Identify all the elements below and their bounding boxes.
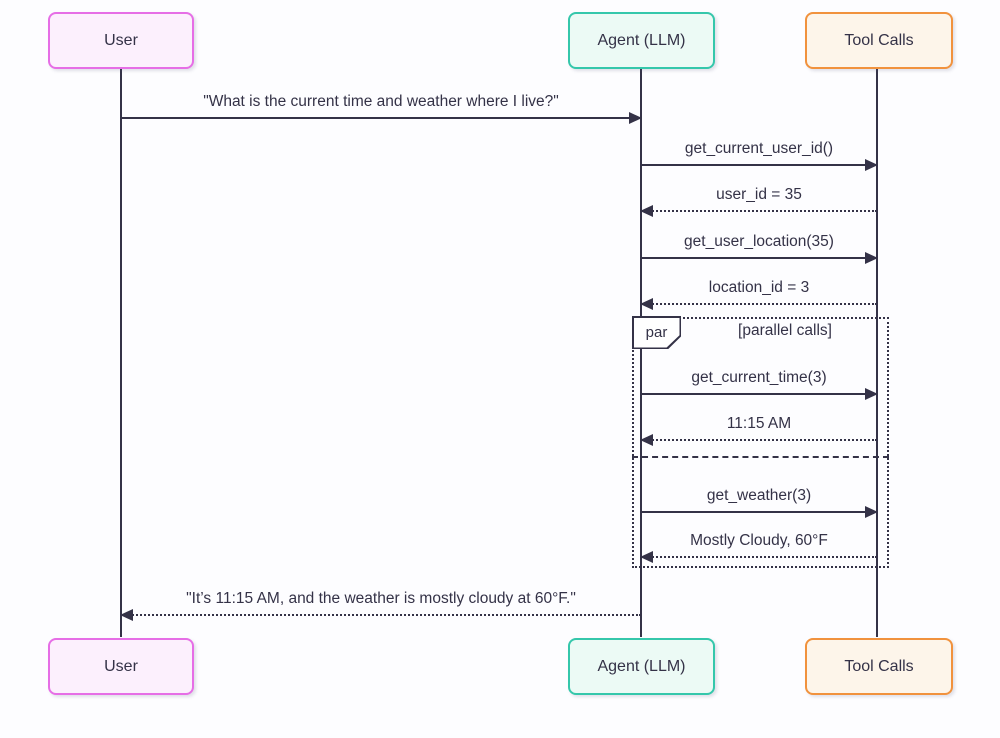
message-text: get_weather(3) [706,487,812,504]
actor-tool-bottom: Tool Calls [805,638,953,695]
message-get-user-location: get_user_location(35) [641,232,878,264]
message-line [641,506,878,518]
message-agent-response: "It’s 11:15 AM, and the weather is mostl… [120,589,641,621]
actor-tool-top: Tool Calls [805,12,953,69]
lifeline-tool [876,67,878,637]
message-text: user_id = 35 [716,186,802,203]
actor-agent-label: Agent (LLM) [597,31,686,49]
message-get-current-user-id: get_current_user_id() [641,139,878,171]
lifeline-agent [640,67,642,637]
message-return-weather: Mostly Cloudy, 60°F [640,531,877,563]
actor-agent-bottom: Agent (LLM) [568,638,715,695]
arrowhead-right-icon [865,252,878,264]
arrowhead-left-icon [640,551,653,563]
message-text: "What is the current time and weather wh… [203,93,559,110]
message-line [641,388,878,400]
arrowhead-right-icon [865,159,878,171]
message-text: "It’s 11:15 AM, and the weather is mostl… [186,590,576,607]
arrowhead-left-icon [640,298,653,310]
par-block-condition: [parallel calls] [738,322,832,339]
message-text: location_id = 3 [708,279,810,296]
message-return-time: 11:15 AM [640,414,877,446]
actor-user-top: User [48,12,194,69]
message-text: Mostly Cloudy, 60°F [690,532,828,549]
par-block-label-text: par [633,317,680,348]
message-line [121,112,642,124]
message-text: get_current_time(3) [691,369,827,386]
arrowhead-right-icon [865,506,878,518]
arrowhead-right-icon [629,112,642,124]
actor-agent-label: Agent (LLM) [597,657,686,675]
message-line [120,609,641,621]
actor-tool-label: Tool Calls [844,31,914,49]
arrowhead-left-icon [640,205,653,217]
arrowhead-left-icon [120,609,133,621]
actor-tool-label: Tool Calls [844,657,914,675]
lifeline-user [120,67,122,637]
par-block-label: par [632,316,681,349]
par-block-frame [632,317,889,568]
actor-agent-top: Agent (LLM) [568,12,715,69]
message-line [641,159,878,171]
message-line [640,298,877,310]
message-return-location-id: location_id = 3 [640,278,877,310]
arrowhead-right-icon [865,388,878,400]
message-line [641,252,878,264]
message-text: get_user_location(35) [684,233,834,250]
message-line [640,551,877,563]
message-get-current-time: get_current_time(3) [641,368,878,400]
actor-user-label: User [104,657,138,675]
message-user-request: "What is the current time and weather wh… [121,92,642,124]
message-return-user-id: user_id = 35 [640,185,877,217]
actor-user-label: User [104,31,138,49]
par-block-divider [632,456,889,458]
actor-user-bottom: User [48,638,194,695]
message-text: get_current_user_id() [684,140,834,157]
message-get-weather: get_weather(3) [641,486,878,518]
message-text: 11:15 AM [726,415,792,432]
message-line [640,434,877,446]
arrowhead-left-icon [640,434,653,446]
message-line [640,205,877,217]
